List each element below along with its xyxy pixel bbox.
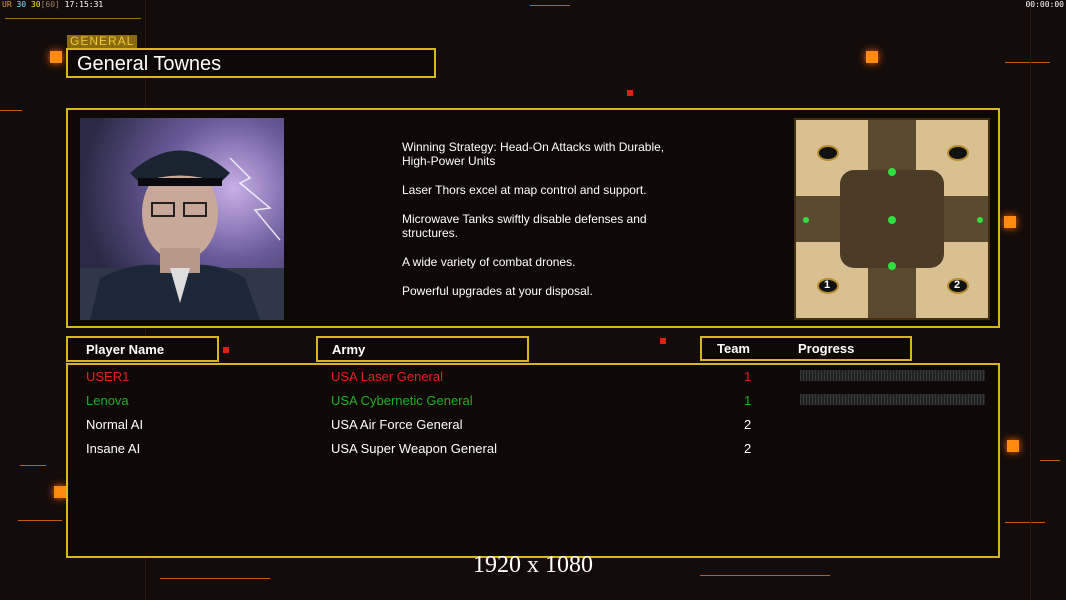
player-row: Normal AI USA Air Force General 2 — [68, 415, 998, 435]
player-team: 2 — [744, 417, 752, 432]
player-row: USER1 USA Laser General 1 — [68, 367, 998, 387]
general-description: Winning Strategy: Head-On Attacks with D… — [402, 140, 702, 313]
header-player-name: Player Name — [66, 336, 219, 362]
map-preview: 1 2 — [794, 118, 990, 320]
resolution-label: 1920 x 1080 — [473, 552, 593, 578]
debug-fps-max: [60] — [40, 0, 60, 9]
header-army: Army — [316, 336, 529, 362]
player-row: Lenova USA Cybernetic General 1 — [68, 391, 998, 411]
player-row: Insane AI USA Super Weapon General 2 — [68, 439, 998, 459]
player-name: Normal AI — [86, 417, 144, 432]
player-progress-bar — [800, 370, 985, 381]
header-team: Team — [717, 341, 750, 356]
game-clock: 00:00:00 — [1025, 0, 1064, 9]
description-line: Microwave Tanks swiftly disable defenses… — [402, 212, 647, 240]
description-line: Winning Strategy: Head-On Attacks with D… — [402, 140, 665, 168]
description-line: Powerful upgrades at your disposal. — [402, 284, 593, 298]
general-name-title: General Townes — [66, 48, 436, 78]
debug-fps-readout: UR 30 30[60] 17:15:31 — [2, 0, 103, 9]
debug-ur: UR — [2, 0, 12, 9]
debug-fps-2: 30 — [30, 0, 41, 9]
player-army: USA Air Force General — [331, 417, 463, 432]
header-progress: Progress — [798, 341, 855, 356]
player-name: Lenova — [86, 393, 129, 408]
general-portrait — [80, 118, 284, 320]
player-name: USER1 — [86, 369, 130, 384]
debug-time: 17:15:31 — [64, 0, 104, 9]
start-position-1: 1 — [824, 279, 831, 291]
general-section-label: GENERAL — [67, 35, 138, 48]
description-line: A wide variety of combat drones. — [402, 255, 576, 269]
description-line: Laser Thors excel at map control and sup… — [402, 183, 647, 197]
header-team-progress: Team Progress — [700, 336, 912, 361]
start-position-2: 2 — [954, 279, 961, 291]
player-army: USA Super Weapon General — [331, 441, 497, 456]
debug-fps: 30 — [16, 0, 27, 9]
player-team: 1 — [744, 369, 752, 384]
player-army: USA Laser General — [331, 369, 444, 384]
player-team: 1 — [744, 393, 752, 408]
player-name: Insane AI — [86, 441, 141, 456]
player-army: USA Cybernetic General — [331, 393, 473, 408]
player-progress-bar — [800, 394, 985, 405]
player-team: 2 — [744, 441, 752, 456]
general-info-panel: Winning Strategy: Head-On Attacks with D… — [66, 108, 1000, 328]
